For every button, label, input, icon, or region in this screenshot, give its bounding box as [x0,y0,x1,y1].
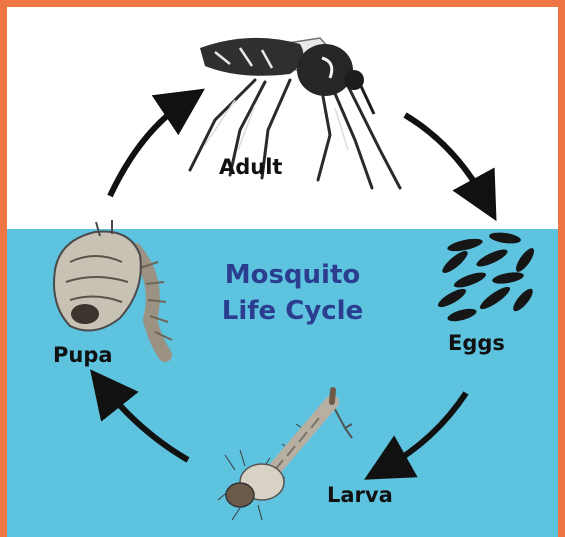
arrow-pupa-to-adult [110,102,185,196]
title-line-1: Mosquito [200,257,385,293]
stage-label-eggs: Eggs [448,331,505,355]
title-line-2: Life Cycle [200,293,385,329]
arrow-adult-to-eggs [405,115,485,200]
pupa-icon [54,220,172,355]
stage-label-pupa: Pupa [53,343,113,367]
diagram-title: Mosquito Life Cycle [200,257,385,329]
eggs-icon [436,231,537,324]
arrow-larva-to-pupa [105,388,188,460]
stage-label-adult: Adult [219,155,282,179]
stage-label-larva: Larva [327,483,393,507]
arrow-eggs-to-larva [385,393,466,468]
